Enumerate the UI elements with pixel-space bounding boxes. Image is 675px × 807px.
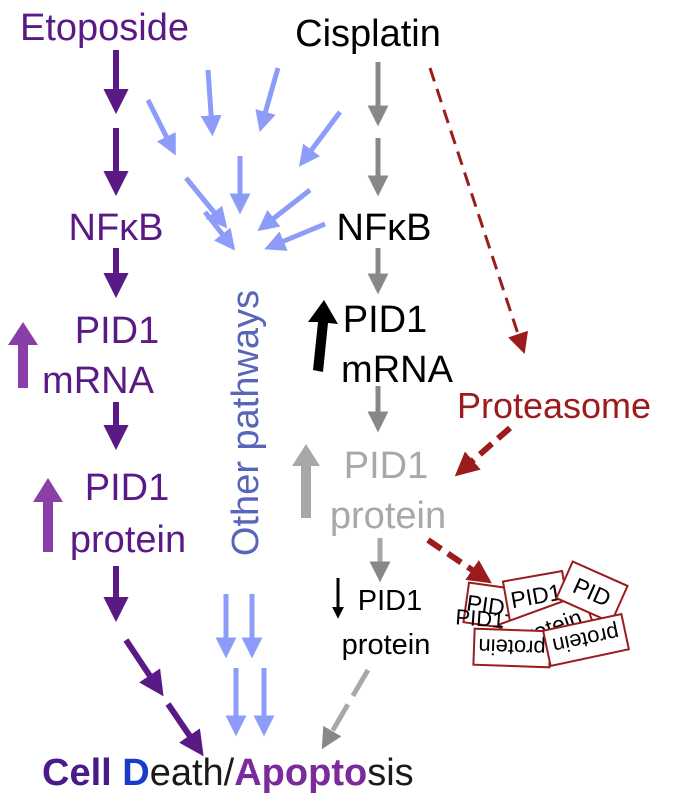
etoposide-mrna-line1: PID1 (75, 310, 159, 352)
arrow-other-in-2 (200, 69, 222, 137)
cisplatin-protein-line2: protein (330, 495, 446, 537)
etoposide-protein-line1: PID1 (85, 467, 169, 509)
cisplatin-mrna-line2: mRNA (341, 349, 454, 391)
arrow-proteasome-to-protein (454, 425, 512, 477)
arrow-other-in-8 (203, 210, 236, 251)
etoposide-mrna-line2: mRNA (42, 360, 155, 402)
other-pathways-label: Other pathways (225, 290, 267, 556)
reduced-protein-line1: PID1 (358, 585, 422, 617)
fragment-7: PID1 (455, 604, 506, 632)
up-arrow-cisplatin-protein-icon (292, 444, 320, 518)
reduced-protein-line2: protein (342, 629, 431, 661)
cisplatin-protein-line1: PID1 (344, 445, 428, 487)
cell-death-apoptosis-label: Cell Death/Apoptosis (42, 752, 414, 794)
outcome-eath: eath/ (150, 752, 235, 794)
arrow-etoposide-7 (165, 702, 204, 757)
cisplatin-arrows (321, 62, 391, 750)
arrow-etoposide-6 (123, 638, 164, 697)
arrow-other-in-1 (145, 98, 176, 156)
arrow-cisplatin-6 (321, 668, 371, 750)
fragment-5: protein (472, 627, 552, 669)
other-pathway-arrows (145, 67, 342, 737)
arrow-other-in-7 (257, 188, 312, 232)
arrow-other-in-3 (255, 67, 281, 133)
up-arrow-cisplatin-mrna-icon (308, 300, 338, 372)
arrow-protein-to-degradation (426, 537, 492, 584)
cisplatin-mrna-line1: PID1 (343, 299, 427, 341)
cisplatin-label: Cisplatin (295, 13, 441, 55)
svg-text:PID1: PID1 (455, 604, 506, 632)
up-arrow-etoposide-protein-icon (33, 478, 63, 552)
degraded-fragments: PID1 PID1 protein PID protein protein PI… (455, 560, 631, 669)
outcome-apopto: Apopto (234, 752, 367, 794)
fragment-4: PID (555, 560, 629, 624)
etoposide-arrows (103, 50, 204, 757)
fragment-6: protein (541, 612, 631, 668)
arrow-other-in-6 (184, 176, 228, 229)
arrow-cisplatin-to-proteasome (428, 67, 529, 354)
outcome-cell: Cell (42, 752, 122, 794)
etoposide-protein-line2: protein (70, 519, 186, 561)
outcome-d: D (122, 752, 149, 794)
cisplatin-nfkb: NFκB (337, 207, 432, 249)
proteasome-label: Proteasome (457, 385, 651, 426)
arrow-other-in-9 (264, 221, 326, 251)
outcome-sis: sis (367, 752, 413, 794)
up-arrow-etoposide-mrna-icon (8, 322, 38, 388)
etoposide-label: Etoposide (20, 7, 189, 49)
svg-text:protein: protein (478, 634, 546, 661)
arrow-other-in-4 (298, 110, 342, 167)
etoposide-nfkb: NFκB (69, 207, 164, 249)
